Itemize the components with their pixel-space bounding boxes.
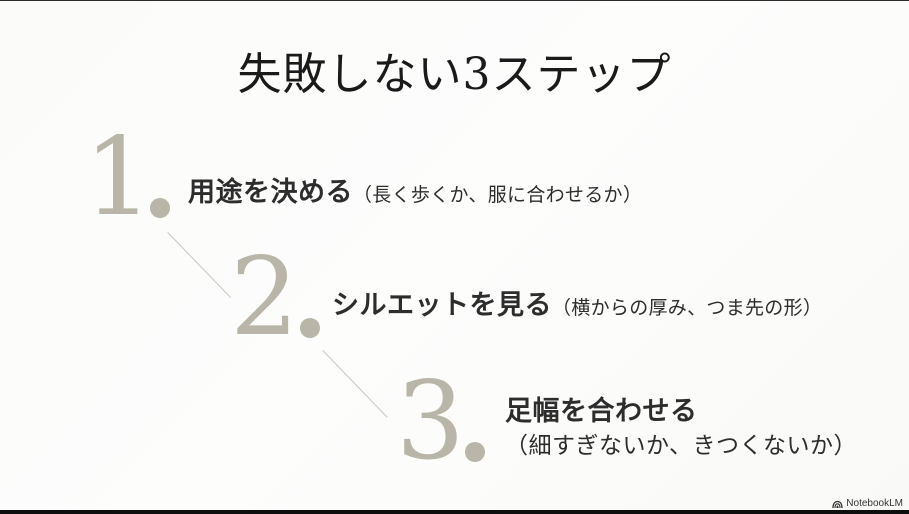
window-bottom-bar bbox=[0, 510, 909, 514]
connector-line-2 bbox=[322, 350, 388, 418]
slide-title: 失敗しない3ステップ bbox=[237, 49, 672, 100]
notebooklm-logo-icon bbox=[832, 500, 843, 509]
step-1-number: 1 bbox=[84, 115, 153, 240]
step-1-label: 用途を決める（長く歩くか、服に合わせるか） bbox=[188, 175, 642, 213]
step-2-dot bbox=[300, 318, 320, 338]
connector-line-1 bbox=[167, 232, 232, 299]
step-3-number: 3 bbox=[396, 359, 465, 484]
step-1-title: 用途を決める bbox=[188, 177, 353, 208]
notebooklm-label: NotebookLM bbox=[846, 498, 903, 509]
step-2-note: （横からの厚み、つま先の形） bbox=[552, 297, 823, 319]
step-2-title: シルエットを見る bbox=[332, 290, 552, 321]
step-3-note: （細すぎないか、きつくないか） bbox=[505, 433, 858, 459]
step-3-title: 足幅を合わせる bbox=[505, 396, 698, 427]
step-1-note: （長く歩くか、服に合わせるか） bbox=[353, 184, 643, 206]
step-2-number: 2 bbox=[230, 235, 299, 360]
step-3-dot bbox=[465, 442, 485, 462]
notebooklm-watermark: NotebookLM bbox=[832, 498, 903, 510]
step-1-dot bbox=[150, 198, 170, 218]
step-2-label: シルエットを見る（横からの厚み、つま先の形） bbox=[332, 288, 822, 326]
step-3-label: 足幅を合わせる （細すぎないか、きつくないか） bbox=[505, 394, 857, 462]
window-top-border bbox=[0, 0, 909, 1]
